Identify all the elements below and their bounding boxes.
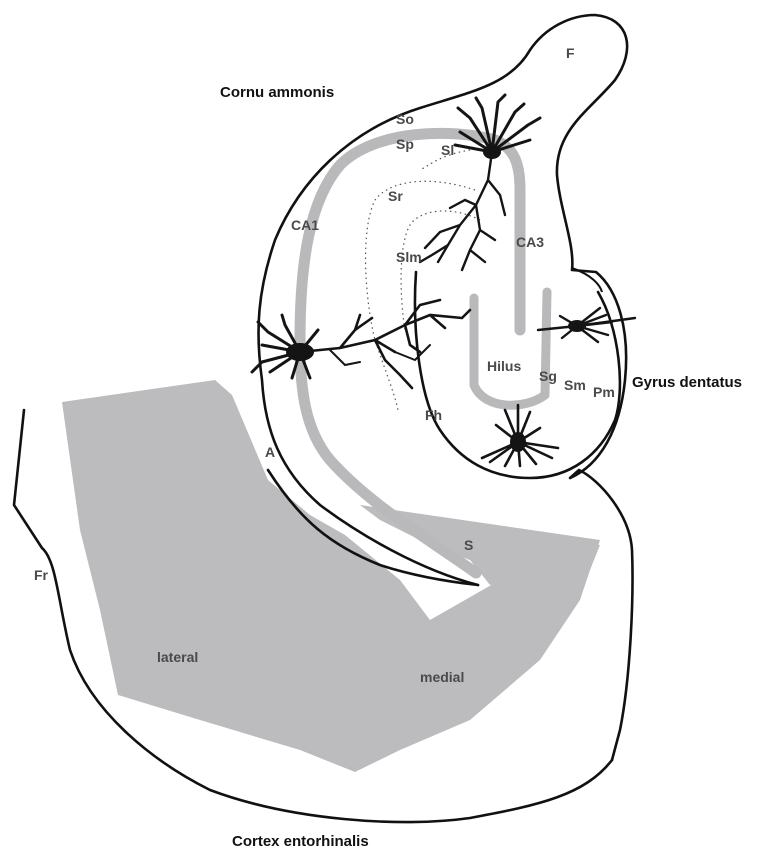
label-fr: Fr (34, 567, 49, 583)
label-a: A (265, 444, 275, 460)
label-gyrus-dentatus: Gyrus dentatus (632, 374, 742, 391)
label-cortex-entorhinalis: Cortex entorhinalis (232, 833, 369, 850)
label-sg: Sg (539, 368, 557, 384)
label-sm: Sm (564, 377, 586, 393)
label-medial: medial (420, 669, 464, 685)
label-sr: Sr (388, 188, 403, 204)
label-pm: Pm (593, 384, 615, 400)
label-s: S (464, 537, 473, 553)
pyramidal-neuron-ca1 (252, 300, 470, 388)
label-so: So (396, 111, 414, 127)
label-f: F (566, 45, 575, 61)
label-cornu-ammonis: Cornu ammonis (220, 84, 334, 101)
label-lateral: lateral (157, 649, 198, 665)
label-sl: Sl (441, 142, 454, 158)
label-fh: Fh (425, 407, 442, 423)
granule-cell (482, 405, 558, 466)
label-hilus: Hilus (487, 358, 521, 374)
label-sp: Sp (396, 136, 414, 152)
label-ca1: CA1 (291, 217, 319, 233)
label-slm: Slm (396, 249, 422, 265)
label-ca3: CA3 (516, 234, 544, 250)
granule-layer-band (474, 292, 547, 405)
